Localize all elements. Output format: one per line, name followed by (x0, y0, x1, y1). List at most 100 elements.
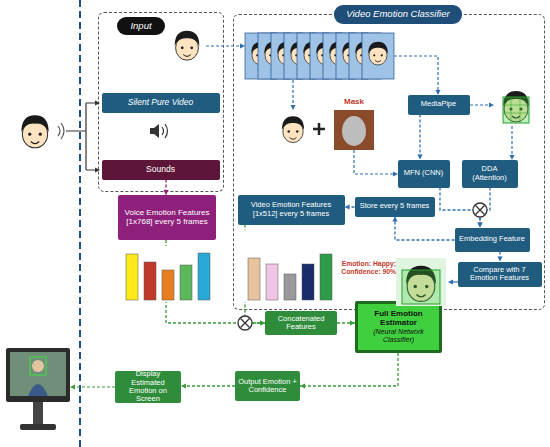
mask-image (334, 110, 374, 150)
process-box: Display Estimated Emotion on Screen (115, 371, 181, 403)
video-frames (245, 33, 394, 79)
flow-arrow-part (448, 280, 453, 285)
video-frame (258, 33, 290, 79)
connector-line (245, 225, 265, 324)
video-frame (245, 33, 277, 79)
process-box: Embedding Feature (455, 228, 530, 252)
video-frame-part (264, 42, 284, 65)
speaker-face-part (58, 123, 64, 139)
connector-arrow (181, 383, 235, 388)
video-frame-part (323, 33, 355, 79)
voice-feature-bars-part (162, 270, 174, 300)
monitor-part (6, 348, 70, 402)
video-frame-part (329, 42, 349, 65)
monitor-part (33, 402, 43, 424)
connector-arrow (337, 320, 355, 325)
connector-line (345, 206, 355, 207)
face-mesh-part (503, 97, 529, 123)
flow-arrow (448, 280, 458, 285)
input-box: Sounds (102, 160, 220, 180)
flow-arrow-part (470, 104, 490, 105)
group-heading: Input (117, 17, 165, 35)
arrow-head (392, 217, 397, 222)
face-mesh-part (503, 91, 529, 122)
branch-arrows-part (66, 103, 96, 170)
connector-arrow (440, 188, 483, 228)
connector-line (165, 180, 166, 196)
branch-arrows (66, 101, 100, 173)
video-feature-bars-part (266, 264, 278, 300)
monitor-part (10, 352, 66, 396)
connector-line (499, 252, 500, 262)
connector-arrow (497, 252, 502, 262)
input-group: InputSilent Pure VideoSounds (98, 12, 224, 192)
arrow-head (345, 204, 350, 209)
arrow-head (477, 223, 482, 228)
voice-feature-bars-part (144, 262, 156, 300)
box-text: Concatenated Features (268, 315, 334, 332)
face-mesh-part (503, 97, 529, 123)
box-text: Sounds (146, 165, 175, 175)
sound-icon-part (162, 124, 168, 138)
video-frame (362, 33, 394, 79)
result-face-part (396, 258, 446, 306)
video-frame-part (303, 42, 323, 65)
box-text: (Neural Network Classifier) (361, 328, 436, 344)
voice-feature-bars-part (198, 253, 210, 300)
video-frame-part (368, 42, 388, 65)
video-frame (336, 33, 368, 79)
process-box: Concatenated Features (265, 311, 337, 335)
voice-feature-bars-part (120, 246, 216, 302)
monitor-part (20, 424, 56, 430)
connector-line (337, 322, 355, 323)
connector-arrow (166, 240, 265, 326)
flow-arrow-part (489, 103, 494, 108)
process-box: MFN (CNN) (398, 160, 450, 188)
feature-box: Voice Emotion Features [1x768] every 5 f… (118, 195, 216, 240)
divider-line (79, 0, 81, 447)
arrow-head (477, 223, 482, 228)
video-frame-part (271, 33, 303, 79)
video-frame-part (355, 42, 375, 65)
process-box: Store every 5 frames (355, 197, 435, 217)
masked-face (282, 116, 304, 142)
flow-arrow-part (240, 44, 245, 49)
flow-arrow-part (292, 80, 293, 106)
arrow-head (497, 257, 502, 262)
connector-line (166, 240, 265, 323)
process-box: MediaPipe (408, 95, 470, 115)
video-frame-part (290, 42, 310, 65)
process-box: DDA (Attention) (462, 160, 518, 188)
arrow-head (300, 383, 305, 388)
video-frame-part (284, 33, 316, 79)
group-heading: Video Emotion Classifier (334, 5, 462, 24)
box-text: DDA (Attention) (465, 165, 515, 182)
connector-line (419, 115, 420, 160)
video-feature-bars-part (248, 258, 260, 300)
speaker-face (21, 115, 64, 148)
arrow-head (417, 155, 422, 160)
flow-arrow-part (74, 386, 115, 387)
box-text: Full Emotion Estimator (361, 310, 436, 328)
multiply-symbol (238, 316, 252, 330)
video-frame-part (277, 42, 297, 65)
video-frame-part (349, 33, 381, 79)
flow-arrow (291, 80, 296, 110)
box-text: Display Estimated Emotion on Screen (118, 370, 178, 404)
box-text: Compare with 7 Emotion Features (461, 266, 539, 283)
flow-arrow-part (70, 385, 75, 390)
video-feature-bars-part (242, 230, 333, 302)
mask-image-part (342, 116, 366, 146)
input-face (175, 31, 200, 60)
input-box: Silent Pure Video (102, 93, 220, 113)
connector-arrow (245, 225, 265, 326)
video-frame (271, 33, 303, 79)
video-feature-bars (242, 230, 333, 302)
video-frame-part (316, 42, 336, 65)
video-frame-part (251, 42, 271, 65)
voice-feature-bars (120, 246, 216, 302)
process-box: Output Emotion + Confidence (235, 371, 300, 401)
video-feature-bars-part (284, 274, 296, 300)
speaker-face-part (21, 115, 48, 148)
